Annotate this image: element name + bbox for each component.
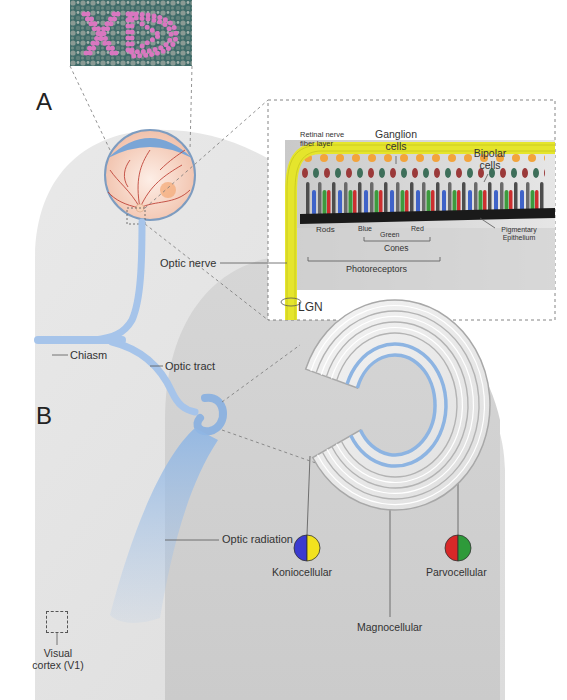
eye [105,130,195,220]
node-label: LGN [298,301,323,315]
cell-label: Bipolar cells [466,147,514,171]
layer-label: Retinal nerve fiber layer [300,131,360,148]
cone-label: Green [380,231,399,239]
cortex-region-box: Visual cortex (V1) [46,611,68,633]
node-label: Visual cortex (V1) [30,647,86,671]
optic-radiation [110,428,218,623]
lgn-layers [306,300,490,510]
group-label: Cones [384,244,409,254]
pathway-label: Optic nerve [160,257,216,270]
inset-frame [268,100,555,320]
retina-section [281,140,555,320]
cone-label: Blue [358,225,372,233]
color-opponent-symbol [294,535,471,561]
layer-label: Parvocellular [426,566,487,578]
layer-label: Magnocellular [357,621,422,633]
pathway-label: Optic radiation [222,533,293,546]
cell-label: Ganglion cells [370,128,422,152]
cell-label: Rods [316,225,335,234]
pathway-label: Chiasm [70,349,107,362]
hemisphere-silhouette [165,256,500,700]
panel-letter: A [36,88,52,116]
group-label: Photoreceptors [346,264,407,274]
layer-label: Koniocellular [272,566,332,578]
ishihara-plate [70,0,192,66]
pathway-label: Optic tract [165,360,215,373]
lgn-shape: LGN [290,295,495,510]
layer-label: Pigmentary Epithelium [494,226,544,242]
cone-label: Red [411,225,424,233]
visual-pathway [38,222,223,431]
zoom-line [145,100,268,320]
leader-line [52,156,495,645]
panel-letter: B [36,402,52,430]
